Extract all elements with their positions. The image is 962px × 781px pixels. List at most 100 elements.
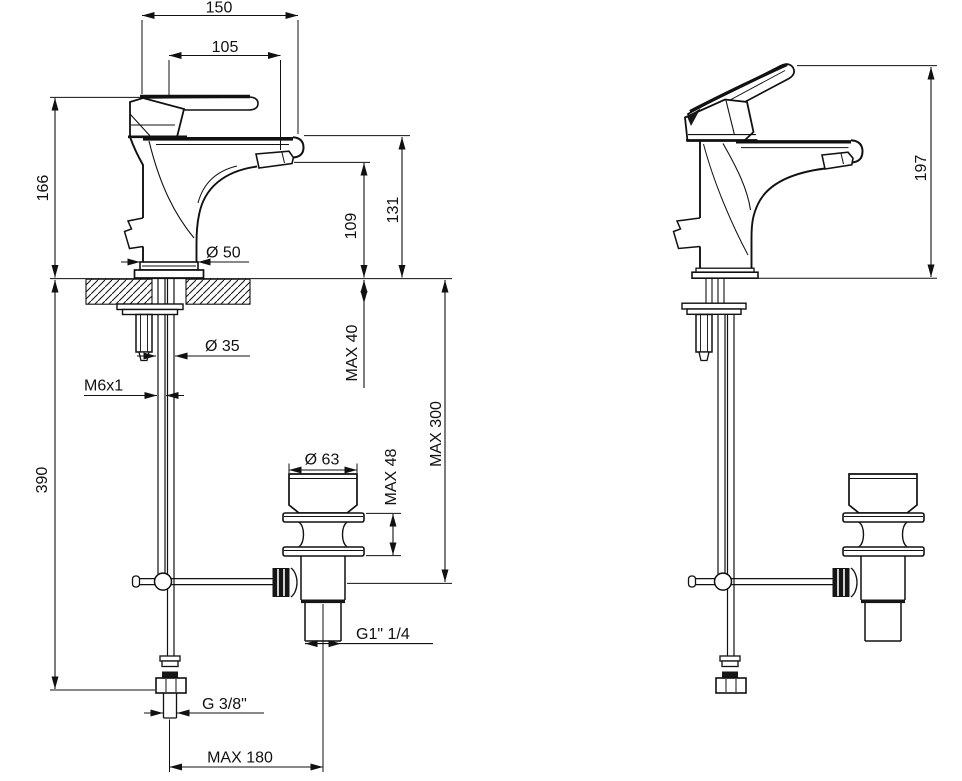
dim-label-max48: MAX 48: [383, 448, 400, 505]
faucet-front: [123, 94, 305, 279]
waste-upper-flange-side: [842, 512, 925, 523]
waste-tailpipe-side: [864, 603, 902, 642]
cap-accent: [687, 108, 701, 126]
supply-pipe-side: [726, 314, 735, 656]
rod-end-cap: [131, 575, 141, 588]
dimensions: 150 105 166 390 109 131 MAX 40 MAX 300 M…: [34, 0, 937, 772]
rod-clamp-stripes-side: [837, 569, 845, 596]
base-plate-side: [691, 271, 759, 280]
popup-rod-side: [687, 572, 833, 591]
body-sweep-side: [750, 167, 826, 268]
dim-label-105: 105: [212, 39, 239, 56]
waste-upper-flange: [282, 512, 365, 523]
pull-rod-side: [717, 314, 726, 574]
waste-spool-side: [858, 521, 908, 548]
aerator-detail-side: [840, 153, 844, 165]
spout-tip: [292, 136, 305, 159]
pull-rod: [157, 278, 166, 574]
popup-waste-front: [272, 473, 365, 642]
hose-band: [162, 671, 178, 678]
body-sculpt-side: [722, 143, 752, 211]
under-deck-side: [681, 302, 747, 694]
dim-label-max180: MAX 180: [207, 750, 273, 767]
waste-body-side: [860, 556, 906, 600]
popup-rod-front: [131, 572, 273, 591]
front-view: [50, 94, 452, 719]
waste-lower-flange-side: [842, 546, 925, 557]
dim-label-166: 166: [35, 175, 52, 202]
dim-label-max300: MAX 300: [428, 401, 445, 467]
hose-nut-side: [715, 677, 747, 694]
handle-base-cap: [129, 97, 186, 138]
rod-end-cap-side: [687, 575, 697, 588]
waste-joint-side: [861, 599, 905, 604]
body-sculpt-curve2: [197, 165, 238, 204]
hose-band-side: [722, 671, 738, 678]
handle-top-edge-side: [689, 63, 788, 113]
spout-tip-side: [850, 139, 864, 164]
deck-hatch-left: [85, 278, 153, 305]
rod-clamp-side: [832, 568, 850, 597]
hose-nut-facets: [165, 679, 177, 692]
extension-line: [141, 20, 299, 150]
base-plate: [133, 269, 205, 279]
popup-waste-side: [832, 473, 925, 642]
dim-label-197: 197: [913, 155, 930, 182]
dim-label-390: 390: [34, 467, 51, 494]
body-clip-tab-side: [672, 217, 701, 250]
waste-plug-side: [848, 473, 918, 514]
extension-line: [50, 96, 452, 691]
waste-body: [300, 556, 346, 600]
body-left-edge: [129, 136, 144, 218]
hose-end: [162, 693, 178, 719]
dim-label-g38: G 3/8": [202, 696, 247, 713]
aerator-detail: [281, 152, 285, 164]
under-deck-front: [116, 303, 187, 719]
stud-facets: [140, 315, 148, 352]
escutcheon-flange-side: [681, 302, 747, 310]
supply-pipe: [166, 278, 175, 656]
waste-joint: [301, 599, 345, 604]
rod-pivot-ball-side: [713, 572, 733, 591]
cap-notch-side: [725, 100, 736, 136]
escutcheon-flange: [116, 303, 184, 311]
faucet-side: [672, 63, 864, 280]
mounting-deck: [50, 278, 452, 305]
dim-label-diam50: Ø 50: [206, 245, 241, 262]
rod-clamp: [272, 568, 290, 597]
body-sculpt-side2: [703, 143, 749, 256]
rods-side: [705, 278, 735, 656]
waste-seat-arc: [290, 567, 298, 598]
dim-label-max40: MAX 40: [344, 324, 361, 381]
dim-label-g114: G1" 1/4: [356, 626, 410, 643]
dim-label-m6x1: M6x1: [84, 378, 123, 395]
aerator: [255, 150, 295, 169]
dim-label-109: 109: [343, 213, 360, 240]
waste-lower-flange: [282, 546, 365, 557]
rod-pivot-ball: [153, 572, 173, 591]
dim-label-diam35: Ø 35: [205, 338, 240, 355]
extension-line: [288, 463, 401, 557]
dim-label-131: 131: [385, 197, 402, 224]
dim-label-diam63: Ø 63: [305, 452, 340, 469]
waste-spool: [298, 521, 348, 548]
hose-collar-inner: [161, 660, 179, 668]
extension-line: [169, 604, 324, 772]
pull-rod-and-supply-pipe-front: [157, 278, 175, 656]
hose-collar-side-inner: [721, 660, 739, 668]
body-sweep: [195, 165, 258, 262]
waste-plug: [288, 473, 358, 514]
hose-nut-facets-side: [725, 679, 737, 692]
escutcheon-flange-side-inner: [686, 308, 742, 316]
waste-seat-arc-side: [850, 567, 858, 598]
hose-nut: [155, 677, 187, 694]
body-sculpt-curve: [148, 140, 195, 239]
stud-tip-side: [698, 351, 710, 362]
deck-hatch-right: [185, 278, 251, 305]
shank-lines: [705, 278, 725, 303]
dim-label-150: 150: [206, 0, 233, 17]
extension-line: [757, 65, 937, 279]
stud-facets-side: [700, 315, 708, 352]
body-clip-tab: [123, 217, 144, 250]
